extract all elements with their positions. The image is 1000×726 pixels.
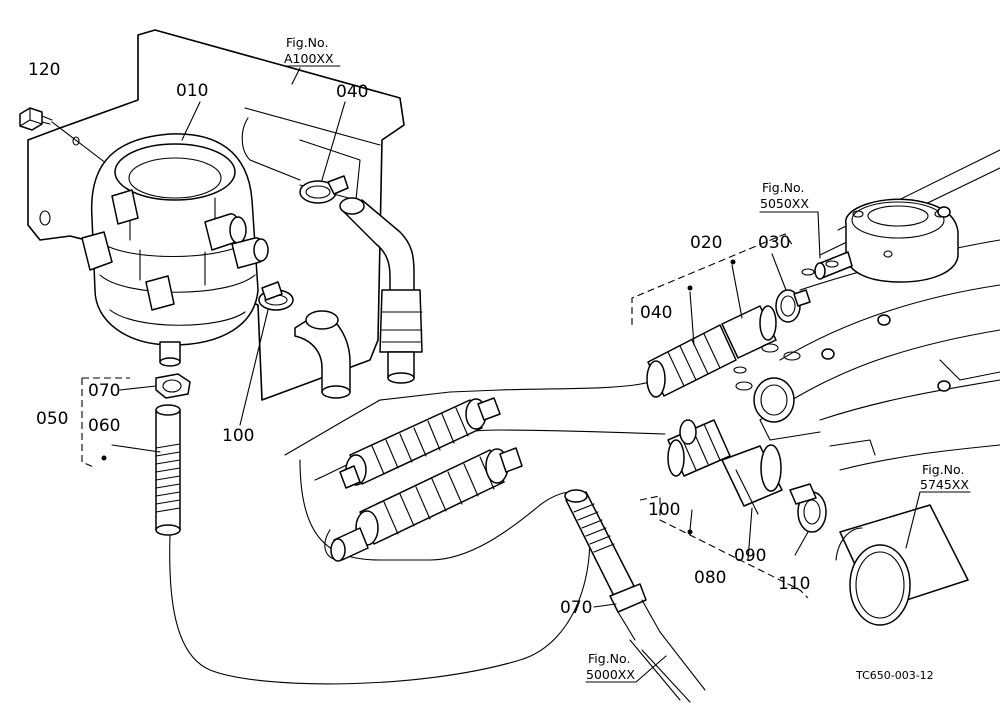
hose-clamp-040-upper <box>299 175 349 204</box>
label-040-right: 040 <box>640 303 672 323</box>
ref-a100-line1: Fig.No. <box>286 35 328 50</box>
leader-040-upper <box>321 101 346 181</box>
leader-030 <box>771 253 787 291</box>
leader-100-left <box>239 309 269 426</box>
ref-5000-line1: Fig.No. <box>588 651 630 666</box>
dot-020 <box>730 259 736 265</box>
drain-hose-lower <box>564 489 706 703</box>
label-060: 060 <box>88 416 120 436</box>
leader-100-right <box>689 509 693 531</box>
label-100-right: 100 <box>648 500 680 520</box>
label-070-lower: 070 <box>560 598 592 618</box>
label-100-left: 100 <box>222 426 254 446</box>
elbow-hose <box>294 310 351 399</box>
routing-lines <box>169 381 666 685</box>
ref-5050-line2: 5050XX <box>760 196 809 211</box>
leader-110 <box>794 531 809 556</box>
oil-separator-010 <box>81 133 269 367</box>
ref-5050-line1: Fig.No. <box>762 180 804 195</box>
bolt-120 <box>19 107 53 131</box>
leader-090 <box>747 507 753 561</box>
label-080: 080 <box>694 568 726 588</box>
ref-5745-line2: 5745XX <box>920 477 969 492</box>
leader-070-lower <box>593 603 617 608</box>
label-090: 090 <box>734 546 766 566</box>
leader-a100 <box>291 67 301 85</box>
ref-a100-line2: A100XX <box>284 51 334 66</box>
hose-assembly-020 <box>631 233 811 398</box>
label-010: 010 <box>176 81 208 101</box>
leader-5050 <box>759 211 821 259</box>
leader-040-right <box>689 291 695 346</box>
engine-manifold <box>733 149 1000 626</box>
pipe-050-assembly <box>81 373 191 536</box>
breather-hose-upper <box>339 197 423 384</box>
label-120: 120 <box>28 60 60 80</box>
label-050: 050 <box>36 409 68 429</box>
dot-100 <box>687 529 693 535</box>
dot-060 <box>101 455 107 461</box>
leader-010 <box>181 101 201 141</box>
label-070-left: 070 <box>88 381 120 401</box>
leader-020 <box>731 264 743 319</box>
dot-040 <box>687 285 693 291</box>
mounting-bracket <box>27 29 405 401</box>
label-020: 020 <box>690 233 722 253</box>
hose-clamp-100-left <box>258 281 294 311</box>
leader-5745 <box>905 491 921 549</box>
corrugated-hose-upper <box>339 397 501 489</box>
hose-assembly-080 <box>639 419 827 599</box>
label-040-upper: 040 <box>336 82 368 102</box>
diagram-code: TC650-003-12 <box>855 669 934 682</box>
label-030: 030 <box>758 233 790 253</box>
leader-5000 <box>585 655 667 683</box>
corrugated-hose-lower <box>330 447 523 562</box>
ref-5000-line2: 5000XX <box>586 667 635 682</box>
leader-060 <box>111 444 161 453</box>
label-110: 110 <box>778 574 810 594</box>
leader-070-left <box>119 385 157 391</box>
ref-5745-line1: Fig.No. <box>922 462 964 477</box>
